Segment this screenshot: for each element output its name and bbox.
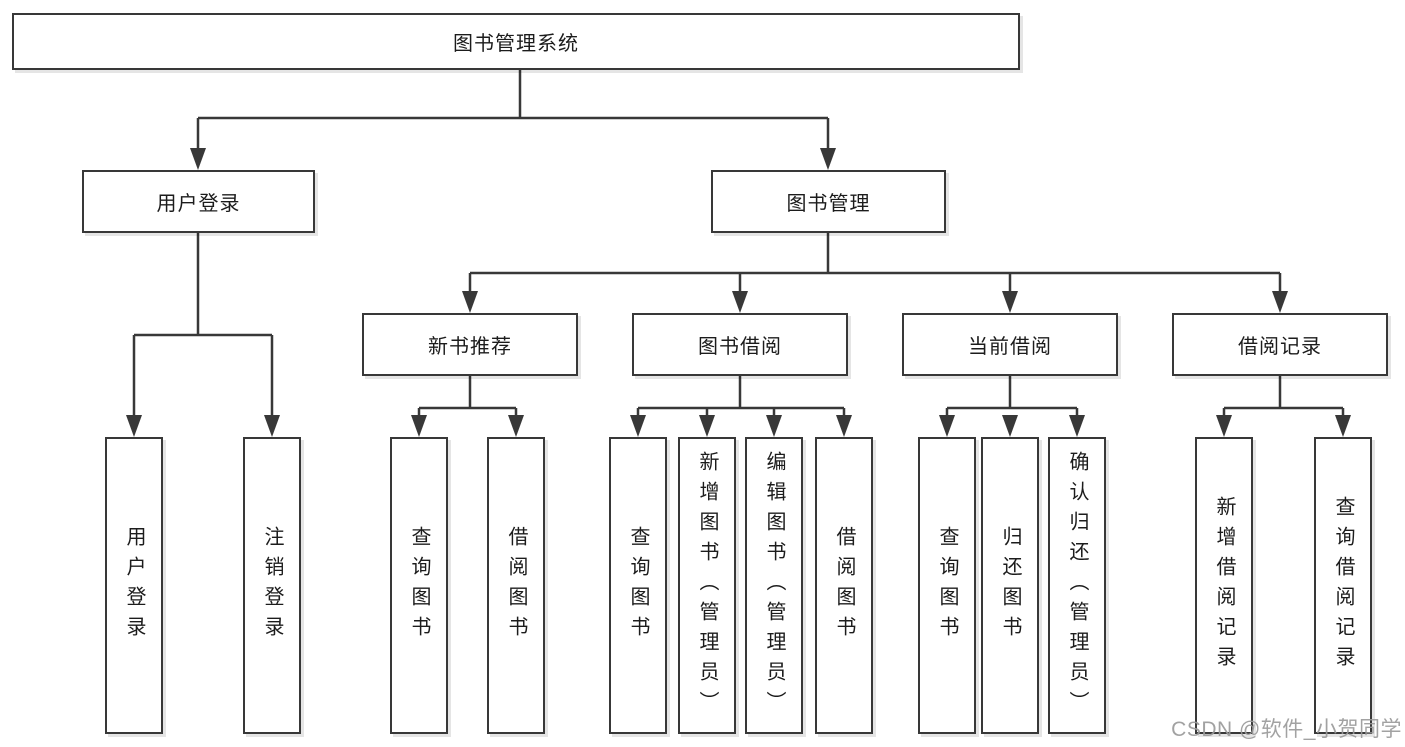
arrowheads-level3 — [462, 291, 1288, 313]
arrowheads-leaves — [126, 415, 1351, 437]
leaf-logout: 注销登录 — [243, 437, 301, 734]
connector-borrow-to-leaves — [636, 376, 846, 417]
node-borrowing-records: 借阅记录 — [1172, 313, 1388, 376]
node-book-management: 图书管理 — [711, 170, 946, 233]
connector-record-to-leaves — [1222, 376, 1345, 417]
leaf-query-borrow-record: 查询借阅记录 — [1314, 437, 1372, 734]
node-label: 新增图书（管理员） — [696, 450, 718, 721]
leaf-confirm-return-admin: 确认归还（管理员） — [1048, 437, 1106, 734]
node-label: 用户登录 — [156, 193, 241, 215]
node-label: 借阅记录 — [1238, 336, 1322, 358]
node-label: 编辑图书（管理员） — [763, 450, 785, 721]
leaf-borrow-books-recommend: 借阅图书 — [487, 437, 545, 734]
node-label: 查询图书 — [936, 525, 958, 646]
leaf-user-login: 用户登录 — [105, 437, 163, 734]
node-label: 图书借阅 — [698, 336, 782, 358]
node-book-borrowing: 图书借阅 — [632, 313, 848, 376]
connector-mgmt-to-level3 — [468, 233, 1282, 293]
node-label: 借阅图书 — [505, 525, 527, 646]
connector-login-to-leaves — [132, 233, 274, 417]
node-current-borrowing: 当前借阅 — [902, 313, 1118, 376]
node-label: 图书管理系统 — [453, 33, 579, 55]
node-label: 借阅图书 — [833, 525, 855, 646]
leaf-add-borrow-record: 新增借阅记录 — [1195, 437, 1253, 734]
node-label: 归还图书 — [999, 525, 1021, 646]
leaf-query-books-borrowing: 查询图书 — [609, 437, 667, 734]
node-label: 图书管理 — [786, 193, 871, 215]
connector-current-to-leaves — [945, 376, 1079, 417]
node-library-management-system: 图书管理系统 — [12, 13, 1020, 70]
node-label: 查询图书 — [408, 525, 430, 646]
leaf-return-books: 归还图书 — [981, 437, 1039, 734]
node-label: 查询借阅记录 — [1332, 495, 1354, 676]
node-label: 用户登录 — [123, 525, 145, 646]
connector-root-to-level2 — [196, 68, 830, 150]
leaf-edit-books-admin: 编辑图书（管理员） — [745, 437, 803, 734]
node-label: 查询图书 — [627, 525, 649, 646]
leaf-query-books-recommend: 查询图书 — [390, 437, 448, 734]
node-label: 新增借阅记录 — [1213, 495, 1235, 676]
csdn-watermark: CSDN @软件_小贺同学 — [1171, 718, 1402, 741]
node-user-login: 用户登录 — [82, 170, 315, 233]
leaf-query-books-current: 查询图书 — [918, 437, 976, 734]
connector-newrec-to-leaves — [417, 376, 518, 417]
node-new-book-recommend: 新书推荐 — [362, 313, 578, 376]
leaf-add-books-admin: 新增图书（管理员） — [678, 437, 736, 734]
node-label: 新书推荐 — [428, 336, 512, 358]
node-label: 当前借阅 — [968, 336, 1052, 358]
node-label: 注销登录 — [261, 525, 283, 646]
leaf-borrow-books: 借阅图书 — [815, 437, 873, 734]
node-label: 确认归还（管理员） — [1066, 450, 1088, 721]
arrowheads-level2 — [190, 148, 836, 170]
